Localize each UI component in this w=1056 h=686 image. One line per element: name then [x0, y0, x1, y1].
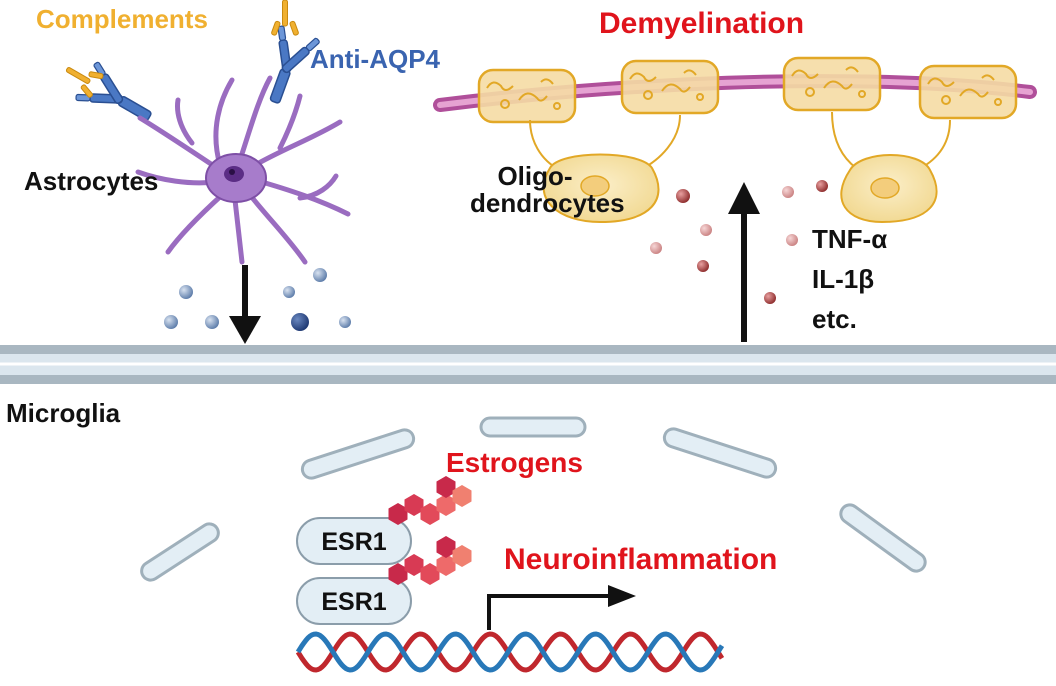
anti-aqp4-label: Anti-AQP4 [310, 44, 440, 74]
cytokine-particles [650, 180, 828, 304]
astrocytes-label: Astrocytes [24, 166, 159, 196]
down-arrow-icon [229, 265, 261, 344]
antibody-group-left [59, 56, 162, 138]
dna-helix-icon [295, 631, 725, 673]
esr1-top-label: ESR1 [321, 528, 386, 556]
neuroinflammation-label: Neuroinflammation [504, 543, 778, 576]
etc-label: etc. [812, 304, 857, 334]
esr1-receptor-top: ESR1 [296, 517, 412, 565]
oligo-line-1: Oligo- [497, 161, 573, 191]
myelin-sheath-icon [620, 59, 720, 115]
myelinated-axon [433, 56, 1037, 124]
myelin-sheath-icon [477, 68, 577, 124]
esr1-receptor-bottom: ESR1 [296, 577, 412, 625]
astrocyte-icon [135, 75, 351, 265]
oligodendrocyte-icon [831, 111, 951, 224]
demyelination-label: Demyelination [599, 7, 805, 40]
estrogens-label: Estrogens [446, 447, 583, 478]
oligo-line-2: dendrocytes [470, 188, 625, 219]
myelin-sheath-icon [782, 56, 882, 112]
il-1b-label: IL-1β [812, 264, 875, 294]
nuclear-envelope [140, 416, 927, 582]
oligodendrocyte-icon [529, 114, 681, 224]
tnf-alpha-label: TNF-α [812, 224, 888, 254]
microglia-membrane [0, 345, 1056, 384]
esr1-bottom-label: ESR1 [321, 588, 386, 616]
complements-label: Complements [36, 4, 208, 34]
estrogen-molecule-icon [388, 476, 472, 525]
up-arrow-icon [728, 182, 760, 342]
myelin-sheath-icon [918, 64, 1018, 120]
transcription-arrow-icon [487, 585, 636, 630]
astrocyte-secretion-particles [164, 268, 351, 331]
microglia-label: Microglia [6, 398, 121, 428]
oligodendrocytes-label: Oligo- dendrocytes [470, 161, 625, 219]
